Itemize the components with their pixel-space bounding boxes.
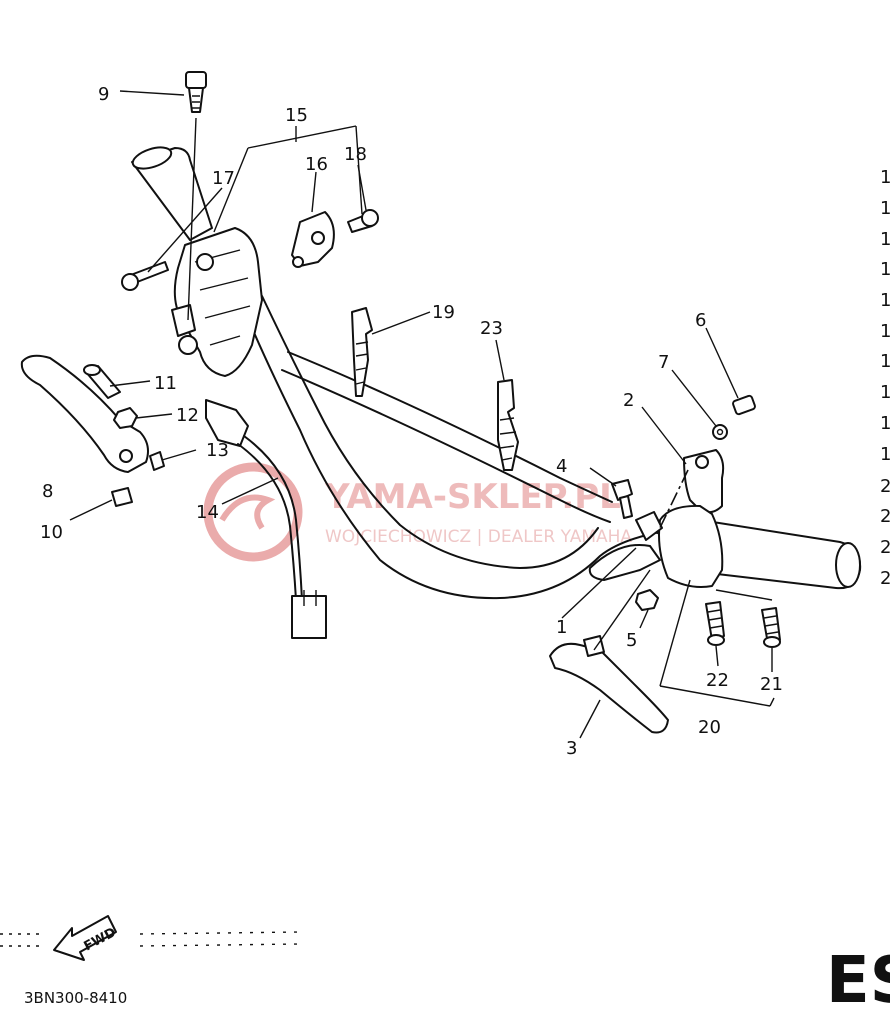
label-2: 2 (623, 390, 634, 411)
label-17: 17 (212, 168, 235, 189)
bolt-4 (611, 479, 633, 501)
washer-7 (712, 424, 728, 440)
margin-label: 2 (880, 537, 890, 558)
label-19: 19 (432, 302, 455, 323)
margin-label: 1 (880, 382, 890, 403)
watermark-logo (203, 462, 303, 562)
clutch-lever-8 (20, 354, 149, 473)
clutch-lever-assembly (20, 354, 165, 507)
diagram-code: 3BN300-8410 (24, 989, 127, 1007)
part-10 (111, 487, 133, 507)
label-12: 12 (176, 405, 199, 426)
label-14: 14 (196, 502, 219, 523)
right-grip (699, 519, 862, 590)
holder-2 (683, 449, 725, 514)
brake-lever-3 (549, 642, 669, 734)
label-21: 21 (760, 674, 783, 695)
label-18: 18 (344, 144, 367, 165)
screw-13 (149, 451, 165, 471)
label-7: 7 (658, 352, 669, 373)
throttle-housing-20 (658, 504, 724, 588)
label-22: 22 (706, 670, 729, 691)
left-switch-assembly (121, 71, 379, 377)
cable-ties (351, 307, 519, 471)
fwd-arrow-icon (53, 915, 117, 961)
margin-label: 2 (880, 506, 890, 527)
label-8: 8 (42, 481, 53, 502)
label-3: 3 (566, 738, 577, 759)
margin-label: 1 (880, 198, 890, 219)
label-20: 20 (698, 717, 721, 738)
label-9: 9 (98, 84, 109, 105)
right-lever-assembly (549, 394, 781, 734)
watermark-subtitle: WOJCIECHOWICZ | DEALER YAMAHA (325, 527, 632, 547)
margin-label: 1 (880, 351, 890, 372)
margin-label: 1 (880, 167, 890, 188)
label-5: 5 (626, 630, 637, 651)
clutch-switch-14 (205, 399, 327, 639)
label-4: 4 (556, 456, 567, 477)
label-10: 10 (40, 522, 63, 543)
label-23: 23 (480, 318, 503, 339)
watermark-title: YAMA-SKLEP.PL (324, 477, 621, 517)
lever-bracket (588, 544, 661, 581)
corner-code: ES (826, 944, 890, 1018)
bolt-6 (732, 394, 756, 416)
margin-label: 1 (880, 444, 890, 465)
label-6: 6 (695, 310, 706, 331)
label-16: 16 (305, 154, 328, 175)
leader-lines (69, 90, 775, 739)
label-15: 15 (285, 105, 308, 126)
cable-tie-23 (497, 379, 519, 471)
part-labels: 1 2 3 4 5 6 7 8 9 10 11 12 13 14 15 16 1… (40, 84, 783, 759)
label-1: 1 (556, 617, 567, 638)
label-11: 11 (154, 373, 177, 394)
margin-label: 1 (880, 229, 890, 250)
margin-label: 1 (880, 413, 890, 434)
margin-label: 1 (880, 321, 890, 342)
nut-5 (635, 589, 659, 611)
handlebar (131, 146, 862, 600)
label-13: 13 (206, 440, 229, 461)
connector (291, 595, 327, 639)
cable-tie-19 (351, 307, 373, 397)
margin-label: 1 (880, 259, 890, 280)
bolt-9 (185, 71, 207, 89)
margin-index: 1 1 1 1 1 1 1 1 1 1 2 2 2 2 (880, 167, 890, 589)
margin-label: 2 (880, 476, 890, 497)
margin-label: 1 (880, 290, 890, 311)
nut-12 (113, 407, 138, 429)
fwd-arrow: FWD (0, 915, 301, 961)
margin-label: 2 (880, 568, 890, 589)
